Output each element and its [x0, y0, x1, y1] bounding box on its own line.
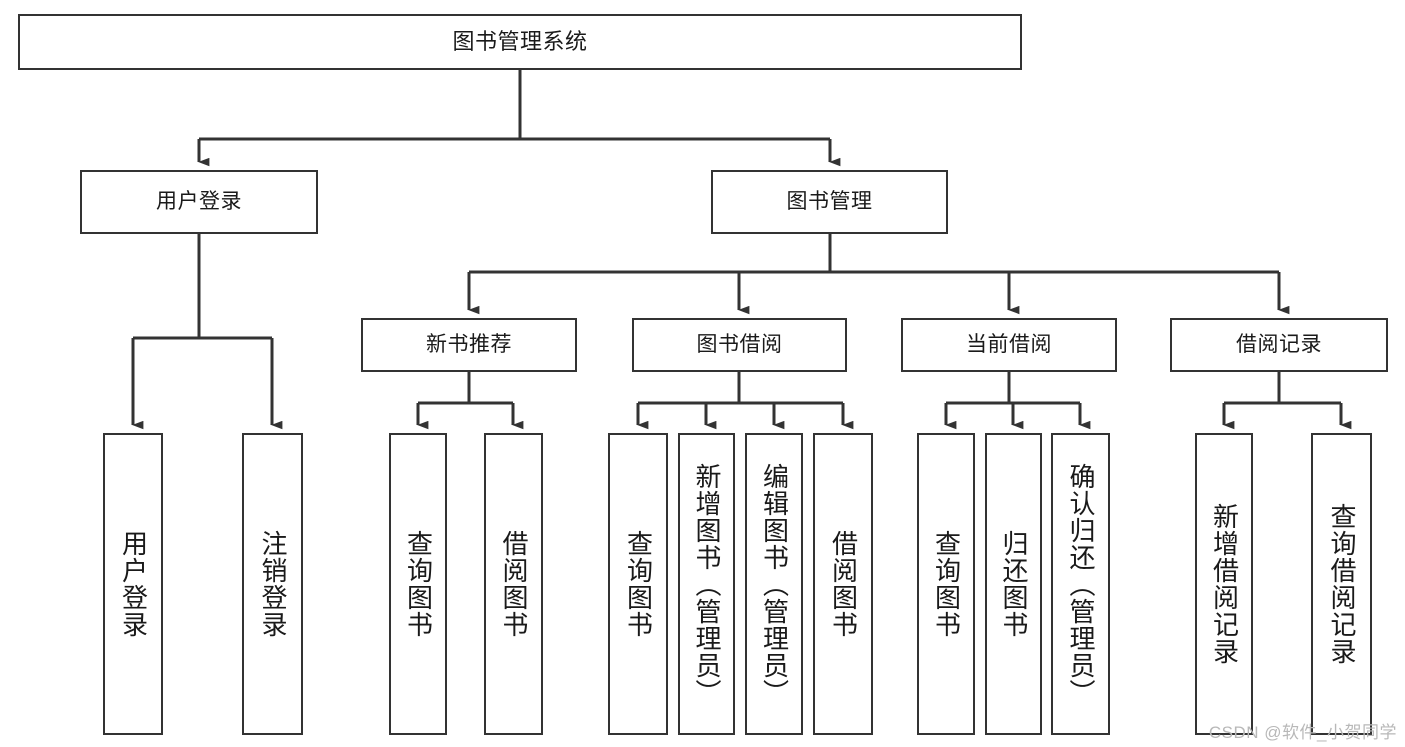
leaf-book-borrow-action[interactable]: 借阅图书: [813, 433, 873, 735]
node-new-book-recommendation[interactable]: 新书推荐: [361, 318, 577, 372]
node-label: 查询图书: [931, 530, 962, 638]
node-label: 新增借阅记录: [1209, 503, 1240, 665]
node-label: 借阅记录: [1236, 333, 1322, 357]
node-label: 用户登录: [156, 190, 242, 214]
leaf-return-book[interactable]: 归还图书: [985, 433, 1042, 735]
leaf-new-book-borrow[interactable]: 借阅图书: [484, 433, 543, 735]
leaf-user-login[interactable]: 用户登录: [103, 433, 163, 735]
node-label: 编辑图书（管理员）: [759, 462, 790, 706]
node-root-book-management-system[interactable]: 图书管理系统: [18, 14, 1022, 70]
leaf-book-add-admin[interactable]: 新增图书（管理员）: [678, 433, 735, 735]
leaf-confirm-return-admin[interactable]: 确认归还（管理员）: [1051, 433, 1110, 735]
node-label: 用户登录: [118, 530, 149, 638]
node-current-borrowing[interactable]: 当前借阅: [901, 318, 1117, 372]
node-label: 借阅图书: [828, 530, 859, 638]
node-label: 新增图书（管理员）: [692, 462, 723, 706]
leaf-new-book-query[interactable]: 查询图书: [389, 433, 447, 735]
leaf-add-borrow-record[interactable]: 新增借阅记录: [1195, 433, 1253, 735]
node-borrow-record[interactable]: 借阅记录: [1170, 318, 1388, 372]
node-label: 查询借阅记录: [1327, 503, 1358, 665]
node-label: 图书借阅: [696, 333, 783, 357]
node-label: 归还图书: [999, 530, 1030, 638]
leaf-current-borrow-query[interactable]: 查询图书: [917, 433, 975, 735]
node-label: 注销登录: [258, 530, 289, 638]
node-label: 确认归还（管理员）: [1066, 462, 1097, 706]
node-label: 查询图书: [623, 530, 654, 638]
node-label: 图书管理: [786, 190, 873, 214]
csdn-watermark: CSDN @软件_小贺同学: [1208, 723, 1397, 742]
node-book-borrowing[interactable]: 图书借阅: [632, 318, 847, 372]
node-label: 借阅图书: [499, 530, 530, 638]
node-label: 图书管理系统: [452, 28, 588, 54]
leaf-book-borrow-query[interactable]: 查询图书: [608, 433, 668, 735]
node-label: 新书推荐: [426, 333, 512, 357]
leaf-book-edit-admin[interactable]: 编辑图书（管理员）: [745, 433, 803, 735]
node-label: 当前借阅: [966, 333, 1052, 357]
leaf-logout[interactable]: 注销登录: [242, 433, 303, 735]
node-book-management[interactable]: 图书管理: [711, 170, 948, 234]
node-label: 查询图书: [403, 530, 434, 638]
node-user-login[interactable]: 用户登录: [80, 170, 318, 234]
leaf-query-borrow-record[interactable]: 查询借阅记录: [1311, 433, 1372, 735]
